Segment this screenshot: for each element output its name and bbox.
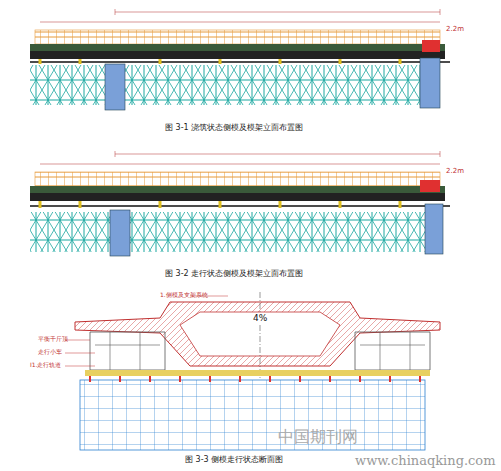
part-name: 1.侧模及支架系统	[160, 292, 208, 299]
figure-caption: 图 3-1 浇筑状态侧模及模架立面布置图	[165, 124, 303, 133]
dimension-label: 2.2m	[446, 26, 464, 34]
figure-caption: 图 3-3 侧模走行状态断面图	[185, 456, 283, 465]
figure-caption: 图 3-2 走行状态侧模及模架立面布置图	[165, 270, 303, 279]
part-name: 平衡千斤顶	[38, 336, 68, 343]
slope-label: 4%	[252, 314, 268, 324]
cross-section	[65, 292, 440, 450]
elevation-1	[30, 9, 450, 110]
watermark: www.chinaqking.com	[355, 454, 496, 468]
part-name: I1.走行轨道	[30, 362, 62, 369]
part-name: 走行小车	[38, 349, 62, 356]
dimension-label: 2.2m	[446, 168, 464, 176]
elevation-2	[30, 151, 450, 256]
watermark: 中国期刊网	[278, 428, 358, 446]
